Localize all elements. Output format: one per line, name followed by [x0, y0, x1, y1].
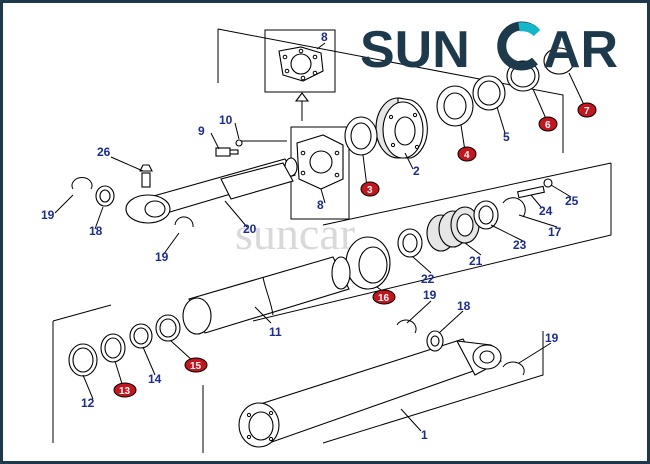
- badge-15: 15: [184, 357, 208, 373]
- part-11-sleeve: [182, 256, 351, 335]
- label-12: 12: [81, 396, 95, 410]
- left-seal-rings: [68, 314, 181, 377]
- label-22: 22: [421, 272, 435, 286]
- label-14: 14: [148, 372, 162, 386]
- logo-text-right: AR: [543, 21, 618, 79]
- label-18-left: 18: [89, 224, 103, 238]
- label-1: 1: [421, 428, 428, 442]
- label-17: 17: [548, 225, 562, 239]
- grease-fitting-26: [139, 164, 153, 188]
- badge-16: 16: [372, 289, 396, 305]
- part-2-cylinder-head: [375, 97, 428, 159]
- badge-4: 4: [457, 146, 477, 162]
- label-25: 25: [565, 194, 579, 208]
- label-19-b: 19: [155, 250, 169, 264]
- label-19-d: 19: [545, 331, 559, 345]
- label-20: 20: [243, 222, 257, 236]
- suncar-logo: SUN AR: [360, 21, 618, 79]
- badge-6-text: 6: [545, 120, 551, 131]
- label-21: 21: [469, 254, 483, 268]
- badge-16-text: 16: [378, 293, 390, 304]
- label-8-mid: 8: [317, 198, 324, 212]
- label-23: 23: [513, 238, 527, 252]
- label-9: 9: [198, 124, 205, 138]
- label-24: 24: [539, 204, 553, 218]
- exploded-diagram: suncar: [41, 21, 618, 453]
- leader-lines: [54, 42, 586, 432]
- badge-7: 7: [577, 102, 597, 118]
- bolt-9-pin-10: [215, 139, 243, 157]
- label-2: 2: [413, 164, 420, 178]
- badge-13-text: 13: [119, 386, 131, 397]
- part-8-top-box: [264, 29, 336, 121]
- label-10: 10: [219, 113, 233, 127]
- part-20-piston-rod: [71, 157, 298, 228]
- reference-lines: [52, 28, 612, 453]
- label-5: 5: [503, 130, 510, 144]
- logo-text-left: SUN: [360, 21, 470, 79]
- part-labels: 8 10 9 26 2 5 19 18 8 20 19 24 25 17 23 …: [41, 30, 579, 442]
- badge-7-text: 7: [584, 106, 590, 117]
- part-1-cylinder-tube: [238, 319, 525, 448]
- label-18-right: 18: [457, 299, 471, 313]
- logo-c-mark: [497, 21, 541, 71]
- badge-3-text: 3: [367, 185, 373, 196]
- watermark-text: suncar: [235, 208, 355, 259]
- piston-seal-group: [345, 178, 553, 290]
- label-19-c: 19: [423, 288, 437, 302]
- label-8-top: 8: [321, 30, 328, 44]
- badge-15-text: 15: [190, 361, 202, 372]
- badge-6: 6: [538, 116, 558, 132]
- badge-3: 3: [360, 181, 380, 197]
- label-26: 26: [97, 145, 111, 159]
- label-11: 11: [269, 325, 282, 339]
- badge-13: 13: [113, 382, 137, 398]
- badge-4-text: 4: [464, 150, 470, 161]
- label-19-a: 19: [41, 208, 55, 222]
- seal-badges: 3 4 6 7 16 15 13: [113, 102, 597, 398]
